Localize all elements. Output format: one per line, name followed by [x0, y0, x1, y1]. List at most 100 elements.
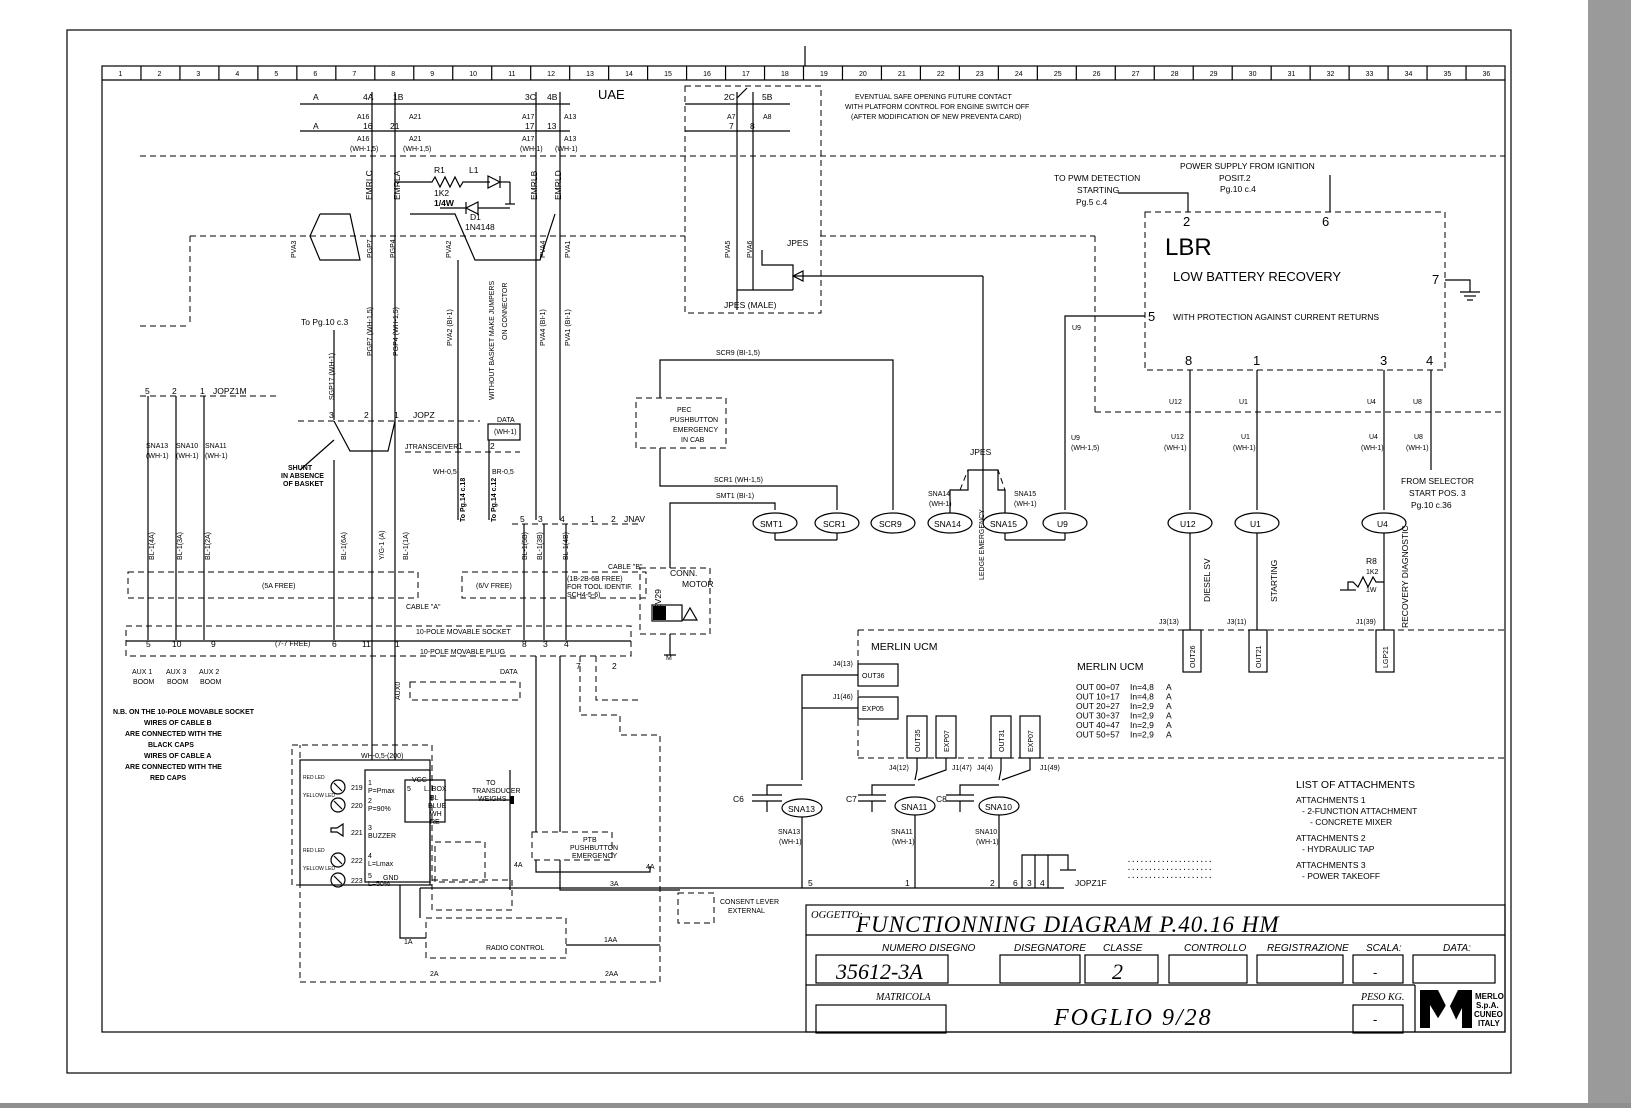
cable-b-label: CABLE "B" [608, 564, 643, 571]
uae-r3-13: 13 [547, 121, 557, 131]
led-function: L=Lmax [368, 861, 394, 868]
pin-pva3: PVA3 [291, 241, 298, 258]
lbr-wire-u1: U1 [1239, 399, 1248, 406]
uae-r2-a7: A7 [727, 114, 736, 121]
jumpers-note-1: WITHOUT BASKET MAKE JUMPERS [489, 281, 496, 400]
conn-motor-1: CONN. [670, 568, 697, 578]
data-plug-label: DATA [500, 669, 518, 676]
r1-label: R1 [434, 165, 445, 175]
out-unit: A [1166, 711, 1172, 721]
lbr-wire-u8: U8 [1413, 399, 1422, 406]
radio-control [425, 917, 567, 959]
pec-pushbutton-label: PUSHBUTTON [670, 417, 718, 424]
uae-1b: 1B [393, 92, 404, 102]
jref-j4-13: J4(13) [833, 661, 853, 668]
col-number: 17 [742, 71, 750, 78]
uae-2c: 2C [724, 92, 735, 102]
u9-wire: U9 [1071, 435, 1080, 442]
uae-r2-a17: A17 [522, 114, 535, 121]
arrow-icon [791, 270, 804, 282]
col-number: 19 [820, 71, 828, 78]
led-index: 4 [368, 853, 372, 860]
sock-10: 10 [172, 639, 182, 649]
sna11-left-spec: (WH-1) [205, 453, 228, 460]
col-number: 22 [937, 71, 945, 78]
term-lgp21: LGP21 [1383, 646, 1390, 668]
hdr-registrazione: REGISTRAZIONE [1267, 943, 1349, 954]
wire-pgp4: PGP4 (WH-1,5) [393, 307, 400, 356]
safe-note-2: WITH PLATFORM CONTROL FOR ENGINE SWITCH … [845, 104, 1029, 111]
r8-power: 1W [1366, 587, 1377, 594]
panel-indicators: 2191P=Pmax2202P=90%2213BUZZER2224L=Lmax2… [303, 775, 396, 888]
sna10-left-spec: (WH-1) [176, 453, 199, 460]
emrld-label: EMRLD [553, 170, 563, 200]
lbr-wl-u4-spec: (WH-1) [1361, 445, 1384, 452]
svg-text:1: 1 [458, 441, 463, 451]
led-lamp-icon [330, 872, 346, 888]
led-number: 222 [351, 858, 363, 865]
cable-b-box [461, 571, 647, 599]
u9-top: U9 [1072, 325, 1081, 332]
svg-text:· · · · · · · · · · · · · · ·: · · · · · · · · · · · · · · · · · · · · [1128, 867, 1212, 874]
power-note-2: POSIT.2 [1219, 173, 1251, 183]
uae-r2-a16: A16 [357, 114, 370, 121]
r1-power: 1/4W [434, 198, 455, 208]
led-lamp-icon [330, 779, 346, 795]
wire-4a-right: 4A [646, 864, 655, 871]
jnav-pin-1: 1 [590, 514, 595, 524]
lbr-wl-u8-spec: (WH-1) [1406, 445, 1429, 452]
bl-1a: BL-1(1A) [403, 532, 410, 560]
col-number: 8 [391, 71, 395, 78]
col-number: 26 [1093, 71, 1101, 78]
sock-4: 4 [564, 639, 569, 649]
term-out36: OUT36 [862, 673, 885, 680]
merlin-ucm-box-label: MERLIN UCM [871, 641, 938, 653]
out-current: In=2,9 [1130, 720, 1154, 730]
col-number: 20 [859, 71, 867, 78]
led-index: 2 [368, 798, 372, 805]
motor-m-label: M [666, 655, 672, 662]
sna14-wire-spec: (WH-1) [929, 501, 952, 508]
col-number: 18 [781, 71, 789, 78]
sna15-wire: SNA15 [1014, 491, 1036, 498]
lbr-pin-2: 2 [1183, 214, 1190, 229]
sna10-left: SNA10 [176, 443, 198, 450]
out-current: In=2,9 [1130, 711, 1154, 721]
col-number: 10 [469, 71, 477, 78]
lbr-title: LBR [1165, 234, 1212, 261]
capacitor-c7 [858, 784, 915, 812]
r8-value: 1K2 [1366, 569, 1379, 576]
l1-label: L1 [469, 165, 479, 175]
jref-j1-49: J1(49) [1040, 765, 1060, 772]
out-range: OUT 00÷07 [1076, 682, 1120, 692]
jopz1m-pin-2: 2 [172, 386, 177, 396]
lbr-pin-7: 7 [1432, 272, 1439, 287]
nb-note-5: WIRES OF CABLE A [144, 753, 211, 760]
wire-2aa: 2AA [605, 971, 619, 978]
led-index: 1 [368, 780, 372, 787]
bl-6a: BL-1(6A) [341, 532, 348, 560]
uae-r4-1: (WH-1,5) [350, 146, 378, 153]
cp-wire-4a: 4A [514, 862, 523, 869]
starting-label: STARTING [1269, 560, 1279, 602]
free-6v: (6/V FREE) [476, 583, 512, 590]
jref-j3-11: J3(11) [1227, 619, 1246, 626]
cp-transducer: TRANSDUCER [472, 788, 521, 795]
plug-label: 10-POLE MOVABLE PLUG [420, 649, 505, 656]
cp-gnd: GND [383, 875, 399, 882]
nb-note-7: RED CAPS [150, 775, 187, 782]
lbr-wl-u8: U8 [1414, 434, 1423, 441]
cable-a-box [127, 571, 419, 599]
led-color-label: RED LED [303, 775, 325, 781]
resistor-r8 [1347, 575, 1384, 590]
col-number: 12 [547, 71, 555, 78]
lbr-wl-u1: U1 [1241, 434, 1250, 441]
safe-contact-note: EVENTUAL SAFE OPENING FUTURE CONTACT WIT… [845, 94, 1029, 121]
sock-11: 11 [362, 639, 371, 649]
data-wh-label: (WH-1) [494, 429, 517, 436]
d1-part: 1N4148 [465, 222, 495, 232]
window-scrollbar[interactable] [1588, 0, 1631, 1103]
lbr-subtitle: LOW BATTERY RECOVERY [1173, 269, 1341, 284]
uae-r4-2: A21 [409, 136, 422, 143]
